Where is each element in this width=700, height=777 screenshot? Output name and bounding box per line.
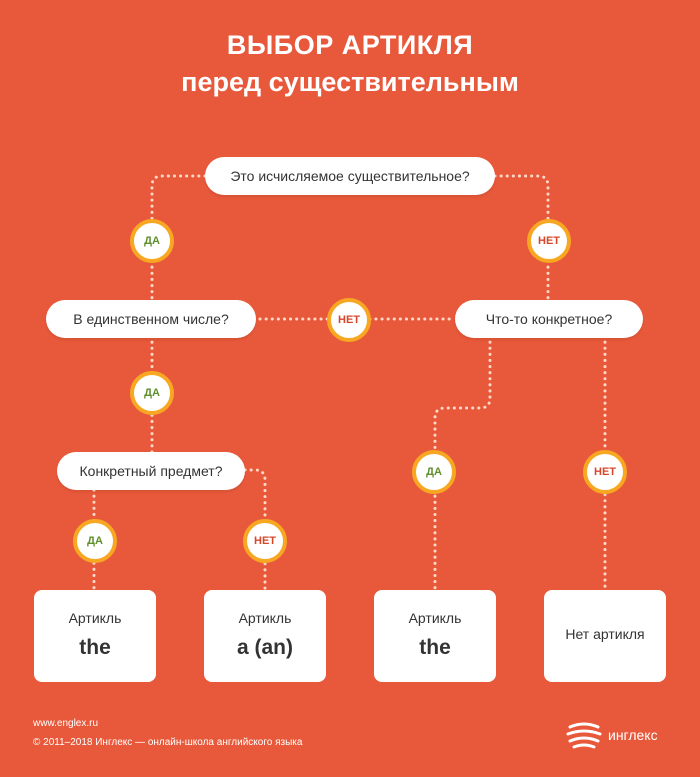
result-label: Артикль bbox=[238, 610, 292, 626]
result-article: the bbox=[79, 636, 111, 659]
question-specific-object: Конкретный предмет? bbox=[57, 452, 245, 490]
connector-countable-no bbox=[493, 174, 550, 302]
footer-copyright: © 2011–2018 Инглекс — онлайн-школа англи… bbox=[33, 737, 303, 748]
connector-specific-yes bbox=[433, 334, 492, 592]
brand-logo: инглекс bbox=[566, 720, 658, 750]
connector-object-no bbox=[243, 468, 267, 592]
result-card-a-an: Артикль a (an) bbox=[204, 590, 326, 682]
badge-no-singular: НЕТ bbox=[327, 298, 371, 342]
badge-yes-specific-something: ДА bbox=[412, 450, 456, 494]
result-card-the-2: Артикль the bbox=[374, 590, 496, 682]
result-card-no-article: Нет артикля bbox=[544, 590, 666, 682]
badge-yes-singular: ДА bbox=[130, 371, 174, 415]
brand-name: инглекс bbox=[608, 727, 658, 743]
result-label: Артикль bbox=[68, 610, 122, 626]
connector-countable-yes bbox=[150, 174, 207, 320]
badge-no-specific-object: НЕТ bbox=[243, 519, 287, 563]
title-line-2: перед существительным bbox=[181, 67, 519, 97]
result-label: Нет артикля bbox=[565, 626, 645, 642]
badge-no-countable: НЕТ bbox=[527, 219, 571, 263]
result-label: Артикль bbox=[408, 610, 462, 626]
question-specific-something: Что-то конкретное? bbox=[455, 300, 643, 338]
question-singular: В единственном числе? bbox=[46, 300, 256, 338]
title-line-1: ВЫБОР АРТИКЛЯ bbox=[226, 30, 474, 60]
badge-no-specific-something: НЕТ bbox=[583, 450, 627, 494]
englex-logo-icon bbox=[566, 722, 602, 749]
footer-site: www.englex.ru bbox=[33, 718, 99, 729]
result-article: the bbox=[419, 636, 451, 659]
badge-yes-countable: ДА bbox=[130, 219, 174, 263]
badge-yes-specific-object: ДА bbox=[73, 519, 117, 563]
result-card-the-1: Артикль the bbox=[34, 590, 156, 682]
question-countable: Это исчисляемое существительное? bbox=[205, 157, 495, 195]
result-article: a (an) bbox=[236, 636, 293, 659]
